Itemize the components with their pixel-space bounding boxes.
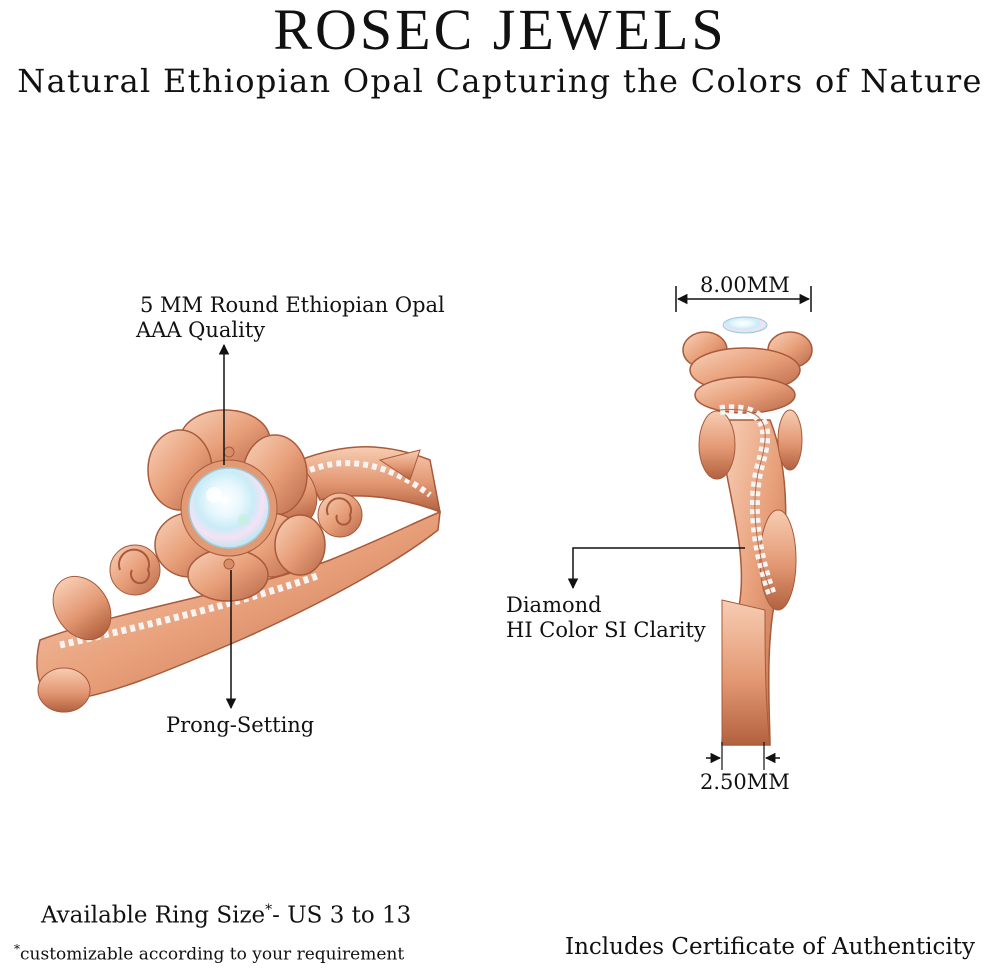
ring-size-asterisk: *	[265, 902, 273, 918]
customization-note: *customizable according to your requirem…	[14, 942, 404, 965]
front-ring-view	[36, 409, 441, 713]
tagline: Natural Ethiopian Opal Capturing the Col…	[17, 62, 983, 100]
custom-note-asterisk: *	[14, 942, 20, 956]
stone-label-size-type: 5 MM Round Ethiopian Opal	[140, 293, 445, 317]
band-width-label: 2.50MM	[700, 770, 790, 794]
side-ring-view	[682, 316, 813, 746]
ring-size-info: Available Ring Size*- US 3 to 13	[41, 902, 411, 929]
brand-title: ROSEC JEWELS	[273, 0, 727, 62]
stone-label: 5 MM Round Ethiopian Opal AAA Quality	[136, 293, 445, 343]
ring-size-range: - US 3 to 13	[272, 902, 412, 929]
stone-label-quality: AAA Quality	[136, 318, 266, 342]
prong-setting-label: Prong-Setting	[166, 713, 315, 737]
ring-size-prefix: Available Ring Size	[41, 902, 266, 929]
certificate-note: Includes Certificate of Authenticity	[565, 934, 975, 960]
diamond-label-title: Diamond	[506, 593, 602, 617]
custom-note-text: customizable according to your requireme…	[20, 944, 405, 965]
diamond-label: Diamond HI Color SI Clarity	[506, 593, 706, 643]
top-width-label: 8.00MM	[700, 273, 790, 297]
diamond-pointer-arrow	[567, 547, 745, 590]
diamond-label-grade: HI Color SI Clarity	[506, 618, 706, 642]
